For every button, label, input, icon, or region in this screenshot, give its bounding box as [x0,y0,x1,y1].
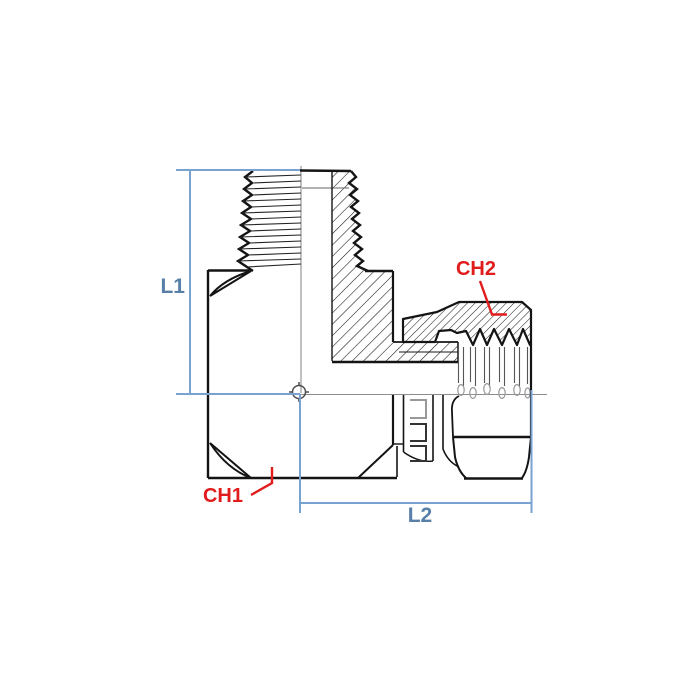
l2-dimension-label: L2 [408,504,433,527]
thread-view-verticals [457,347,529,387]
ch1-label: CH1 [203,485,243,507]
nut-bottom-left-chamfer [452,436,467,479]
ch2-leader-line [478,280,507,316]
thread-flank-lines [237,174,302,268]
thread-zigzag-left [235,170,255,272]
thread-zigzag-right-section [347,170,369,273]
thread-runout-loops [457,383,531,400]
groove-ring-1 [410,399,427,419]
nut-thread-view-lines [457,347,531,400]
nut-bottom-right-chamfer [521,436,532,479]
collar-groove-rings [410,399,427,462]
groove-ring-3 [410,445,427,462]
ch1-leader-line [250,467,274,497]
groove-ring-2 [410,423,427,442]
collar-bottom-curve [403,451,434,462]
centerlines [300,166,547,396]
male-thread-section [299,169,395,361]
annotations: CH1 CH2 [203,258,507,507]
swivel-nut-external [402,344,533,480]
dimension-lines [176,169,533,513]
l1-dimension-label: L1 [160,275,185,298]
bottom-left-chamfer [209,442,252,479]
bottom-right-chamfer [357,444,394,479]
section-hatching [332,171,458,362]
male-thread-external [235,170,302,272]
body-section-hatch [332,171,458,362]
ch2-label: CH2 [456,258,496,280]
top-left-chamfer [209,270,252,297]
swivel-nut-section [401,300,533,347]
elbow-body-outline [206,269,403,480]
collar-right-edge [442,395,460,468]
nut-left-face [450,395,460,438]
stud-top-face [299,169,352,173]
nut-section-profile [401,300,533,347]
